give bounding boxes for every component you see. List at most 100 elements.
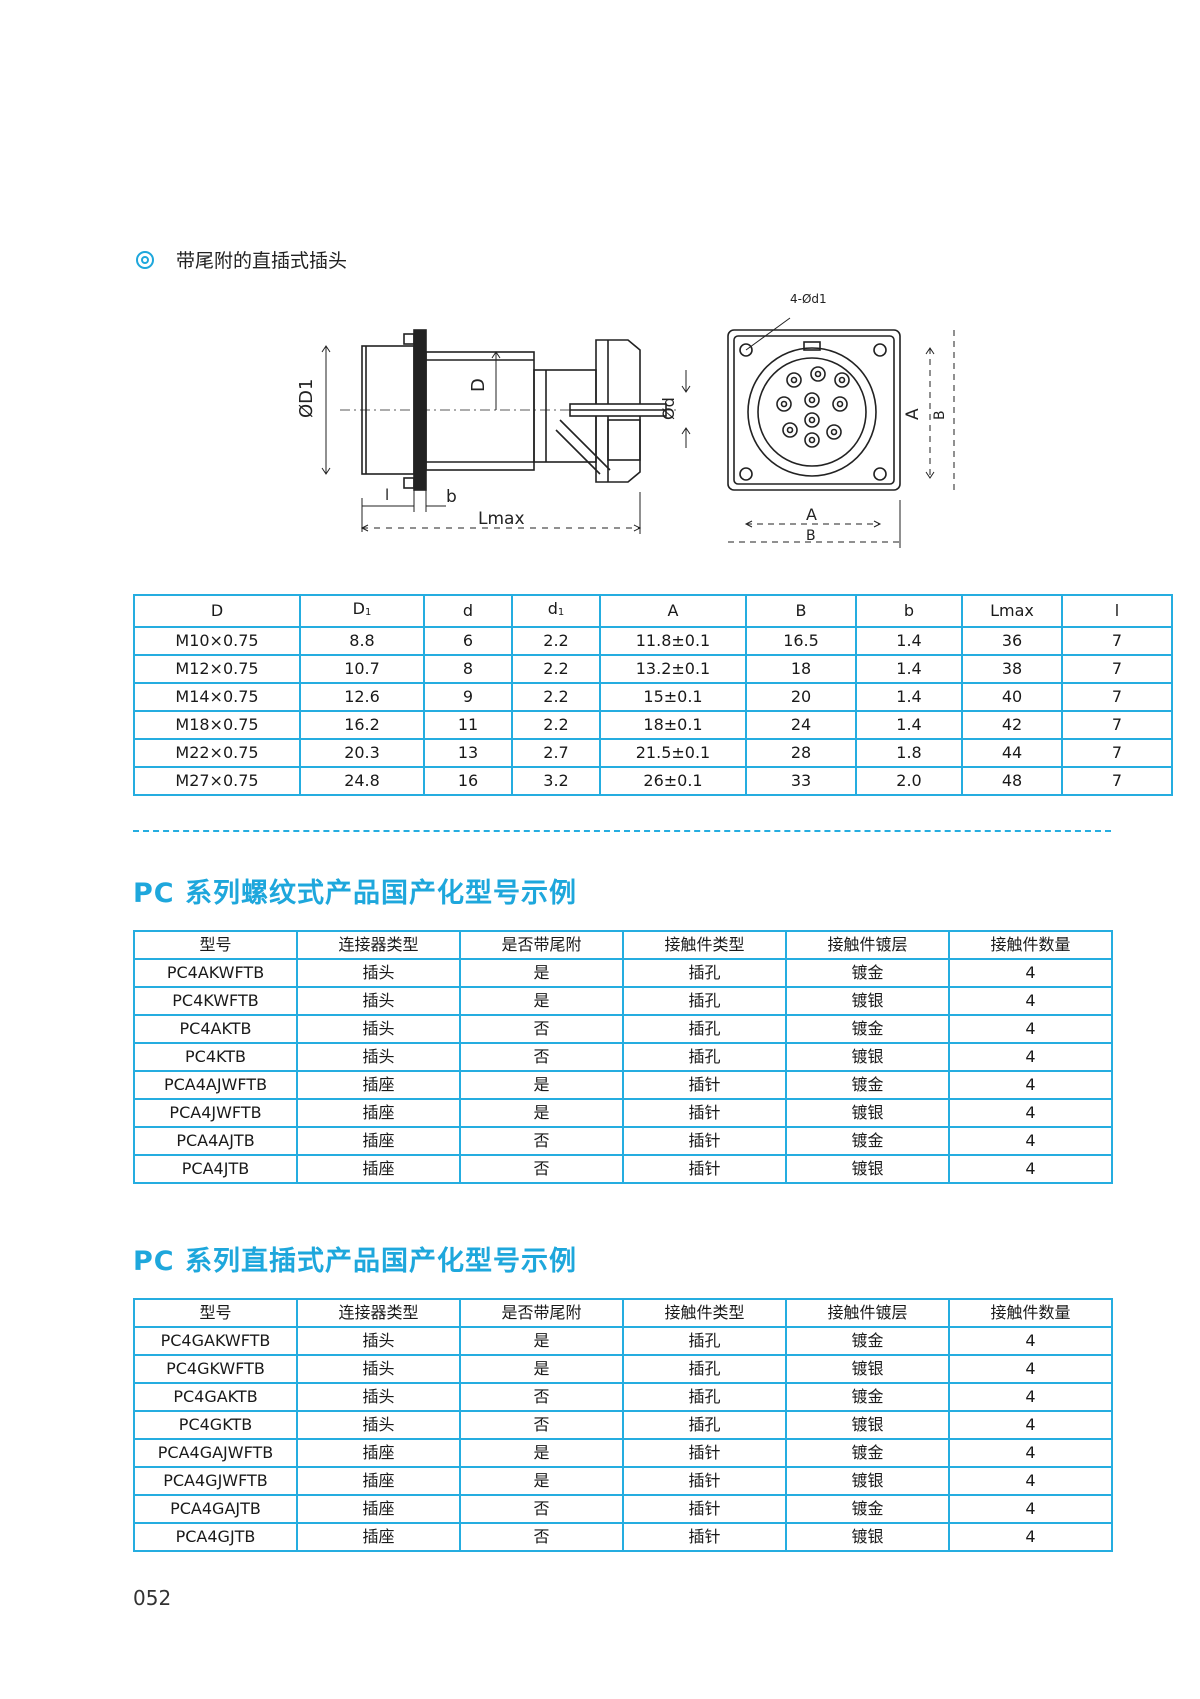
cable-clamp [595, 339, 641, 483]
table-cell: 6 [423, 626, 513, 656]
table-cell: 10.7 [299, 654, 425, 684]
table-cell: 否 [459, 1410, 624, 1440]
table-cell: 插针 [622, 1438, 787, 1468]
table-cell: 4 [948, 1014, 1113, 1044]
table-cell: 是 [459, 1070, 624, 1100]
column-header-text: 接触件数量 [990, 1303, 1071, 1322]
connector-drawing: ØD1 D Ød l b Lmax 4-Ød1 A B A B [296, 292, 955, 548]
column-header-text: l [1114, 601, 1120, 620]
table-cell: 镀金 [785, 1126, 950, 1156]
table-cell: 插头 [296, 986, 461, 1016]
table-cell: 是 [459, 1354, 624, 1384]
table-cell: 插头 [296, 958, 461, 988]
column-header: B [745, 594, 857, 628]
column-header-text: 接触件数量 [990, 935, 1071, 954]
table-cell: 镀金 [785, 1070, 950, 1100]
label-A-horizontal: A [806, 505, 817, 524]
table-cell: 4 [948, 1098, 1113, 1128]
column-header: d1 [511, 594, 601, 628]
table-cell: M14×0.75 [133, 682, 301, 712]
table-cell: PCA4AJTB [133, 1126, 298, 1156]
table-cell: 4 [948, 1466, 1113, 1496]
table-cell: 镀银 [785, 1466, 950, 1496]
column-header: b [855, 594, 963, 628]
table-cell: 镀金 [785, 1014, 950, 1044]
column-header-text: d [547, 599, 558, 618]
table-cell: 4 [948, 1522, 1113, 1552]
table-cell: 插座 [296, 1154, 461, 1184]
table-cell: 否 [459, 1042, 624, 1072]
table-cell: 插针 [622, 1126, 787, 1156]
table-cell: 38 [961, 654, 1063, 684]
table-cell: 否 [459, 1494, 624, 1524]
table-cell: 1.8 [855, 738, 963, 768]
table-cell: 插孔 [622, 1326, 787, 1356]
table-cell: 18 [745, 654, 857, 684]
column-header-text: 是否带尾附 [501, 1303, 582, 1322]
column-header: 型号 [133, 1298, 298, 1328]
table-cell: 4 [948, 1126, 1113, 1156]
table-cell: 4 [948, 1354, 1113, 1384]
table-cell: 16.2 [299, 710, 425, 740]
front-shell [747, 347, 877, 477]
label-b: b [446, 487, 457, 507]
table-cell: PCA4GAJTB [133, 1494, 298, 1524]
column-header-text: 是否带尾附 [501, 935, 582, 954]
table-cell: 4 [948, 1382, 1113, 1412]
table-cell: 插孔 [622, 1014, 787, 1044]
column-header-text: 接触件类型 [664, 1303, 745, 1322]
table-cell: PC4GKWFTB [133, 1354, 298, 1384]
table-cell: PCA4GAJWFTB [133, 1438, 298, 1468]
label-D1: ØD1 [296, 379, 317, 418]
table-cell: PCA4GJWFTB [133, 1466, 298, 1496]
table-cell: 7 [1061, 738, 1173, 768]
page-number: 052 [133, 1586, 172, 1610]
column-header: 型号 [133, 930, 298, 960]
table-cell: 插孔 [622, 1382, 787, 1412]
table-cell: 插针 [622, 1070, 787, 1100]
table-cell: 28 [745, 738, 857, 768]
table-cell: PCA4JTB [133, 1154, 298, 1184]
table-cell: 42 [961, 710, 1063, 740]
table-cell: 4 [948, 1070, 1113, 1100]
column-header-text: b [903, 601, 915, 620]
table-cell: 镀银 [785, 1410, 950, 1440]
table-cell: 镀银 [785, 986, 950, 1016]
table-cell: 插座 [296, 1522, 461, 1552]
column-header: 接触件类型 [622, 930, 787, 960]
body [425, 351, 535, 471]
table-cell: 1.4 [855, 654, 963, 684]
table-cell: 24.8 [299, 766, 425, 796]
table-cell: 11.8±0.1 [599, 626, 747, 656]
table-cell: 插头 [296, 1382, 461, 1412]
threaded-header-row: 型号连接器类型是否带尾附接触件类型接触件镀层接触件数量 [133, 930, 1113, 960]
column-header: 连接器类型 [296, 1298, 461, 1328]
table-cell: 12.6 [299, 682, 425, 712]
table-cell: M18×0.75 [133, 710, 301, 740]
table-cell: 插头 [296, 1014, 461, 1044]
table-cell: 7 [1061, 682, 1173, 712]
label-holes: 4-Ød1 [790, 292, 827, 306]
column-header-subscript: 1 [557, 607, 565, 618]
column-header: Lmax [961, 594, 1063, 628]
column-header: 连接器类型 [296, 930, 461, 960]
table-cell: 2.2 [511, 654, 601, 684]
table-cell: 18±0.1 [599, 710, 747, 740]
table-cell: 插针 [622, 1466, 787, 1496]
label-Lmax: Lmax [478, 509, 525, 529]
column-header-text: 型号 [199, 935, 232, 954]
table-cell: 36 [961, 626, 1063, 656]
dashed-divider [133, 830, 1111, 832]
table-cell: 镀银 [785, 1522, 950, 1552]
table-cell: 插针 [622, 1494, 787, 1524]
table-cell: 镀金 [785, 958, 950, 988]
